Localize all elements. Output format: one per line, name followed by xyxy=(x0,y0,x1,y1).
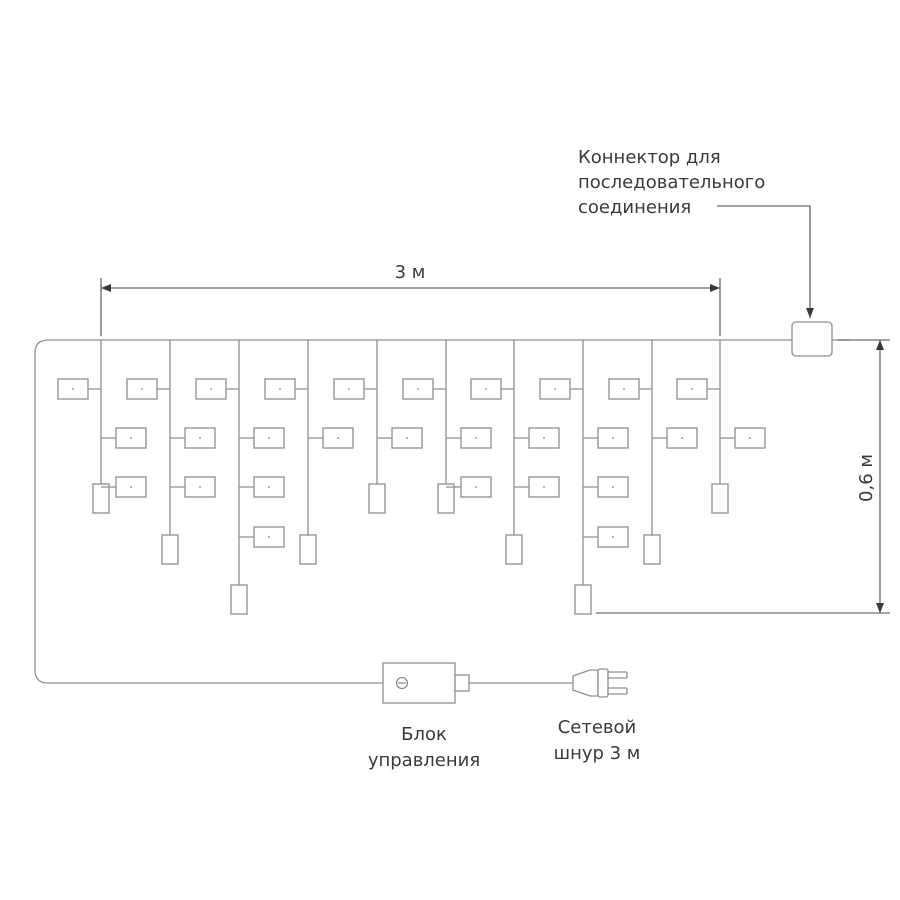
led-strands xyxy=(57,340,766,615)
led-bulb-icon xyxy=(437,483,455,514)
height-dimension: 0,6 м xyxy=(596,339,890,614)
control-block-label-line-2: управления xyxy=(368,750,480,771)
power-cord-label-line-2: шнур 3 м xyxy=(554,743,641,764)
led-bulb-icon xyxy=(711,483,729,514)
led-bulb-icon xyxy=(92,483,110,514)
main-wire xyxy=(34,339,795,684)
connector-label-line-2: последовательного xyxy=(578,172,765,193)
led-bulb-icon xyxy=(643,534,661,565)
power-cord-label-line-1: Сетевой xyxy=(558,717,637,738)
control-block-label-line-1: Блок xyxy=(401,724,447,745)
led-bulb-icon xyxy=(368,483,386,514)
led-bulb-icon xyxy=(161,534,179,565)
led-bulb-icon xyxy=(505,534,523,565)
connector-box-icon xyxy=(791,321,833,357)
power-plug-icon xyxy=(572,668,628,698)
connector-leader-line xyxy=(717,205,814,318)
width-dimension: 3 м xyxy=(100,262,721,336)
connector-label-line-3: соединения xyxy=(578,197,691,218)
led-bulb-icon xyxy=(299,534,317,565)
led-bulb-icon xyxy=(230,584,248,615)
controller-box-icon xyxy=(382,662,470,704)
led-bulb-icon xyxy=(574,584,592,615)
height-dimension-label: 0,6 м xyxy=(856,454,877,502)
width-dimension-label: 3 м xyxy=(395,262,426,283)
connector-label-line-1: Коннектор для xyxy=(578,147,721,168)
